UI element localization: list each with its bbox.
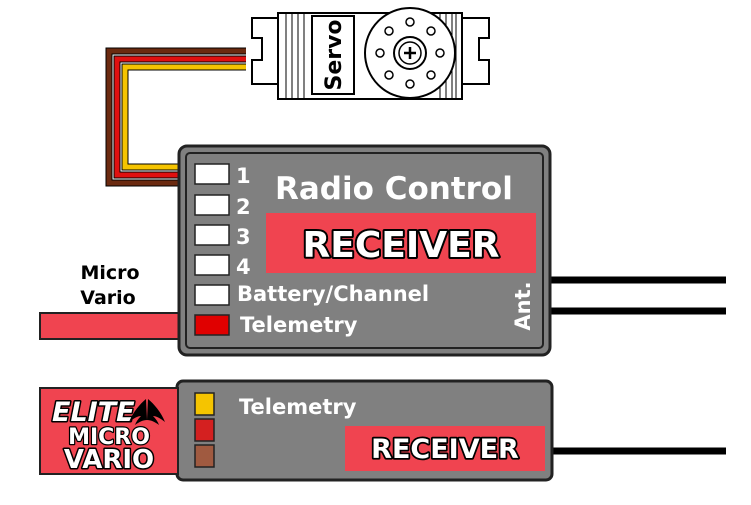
telemetry-label-main: Telemetry [240, 313, 358, 337]
wings-icon [129, 399, 165, 425]
antenna-label: Ant. [511, 281, 535, 330]
channel-slot-2 [194, 194, 230, 216]
channel-label-4: 4 [236, 255, 251, 279]
servo-label: Servo [322, 19, 347, 90]
servo-wires [105, 47, 246, 187]
servo: Servo [251, 7, 490, 100]
logo-text-elite: ELITE [52, 397, 135, 428]
servo-right-ear [461, 17, 490, 85]
channel-slots [194, 163, 230, 336]
pin-red [194, 418, 215, 442]
micro-vario-label-2: Vario [80, 287, 135, 309]
main-antennas [549, 276, 726, 315]
receiver-main-banner [266, 213, 536, 273]
micro-vario-lead [39, 312, 191, 340]
receiver-main-banner-text: RECEIVER [303, 225, 500, 266]
elite-micro-vario-logo: ELITE MICRO VARIO [39, 387, 179, 477]
channel-slot-1 [194, 163, 230, 185]
pin-yellow [194, 392, 215, 416]
servo-left-ear [251, 17, 279, 85]
telemetry-slot [194, 314, 230, 336]
logo-text-micro: MICRO [68, 425, 150, 450]
channel-label-1: 1 [236, 164, 251, 188]
radio-control-title: Radio Control [275, 171, 513, 207]
receiver-small: Telemetry RECEIVER [175, 379, 554, 482]
logo-background [39, 387, 179, 475]
channel-label-3: 3 [236, 225, 251, 249]
receiver-small-banner-text: RECEIVER [371, 434, 519, 465]
micro-vario-label-1: Micro [80, 262, 139, 284]
pin-brown [194, 444, 215, 468]
battery-channel-label: Battery/Channel [237, 282, 429, 306]
servo-screw-icon [404, 47, 416, 59]
telemetry-label-small: Telemetry [239, 395, 357, 419]
channel-label-2: 2 [236, 195, 251, 219]
channel-slot-3 [194, 224, 230, 246]
receiver-small-banner [345, 426, 545, 471]
servo-label-plate [311, 15, 355, 95]
receiver-main: 1 2 3 4 Battery/Channel Telemetry Radio … [177, 144, 552, 357]
battery-slot [194, 284, 230, 306]
logo-text-vario: VARIO [64, 445, 154, 475]
channel-slot-4 [194, 254, 230, 276]
